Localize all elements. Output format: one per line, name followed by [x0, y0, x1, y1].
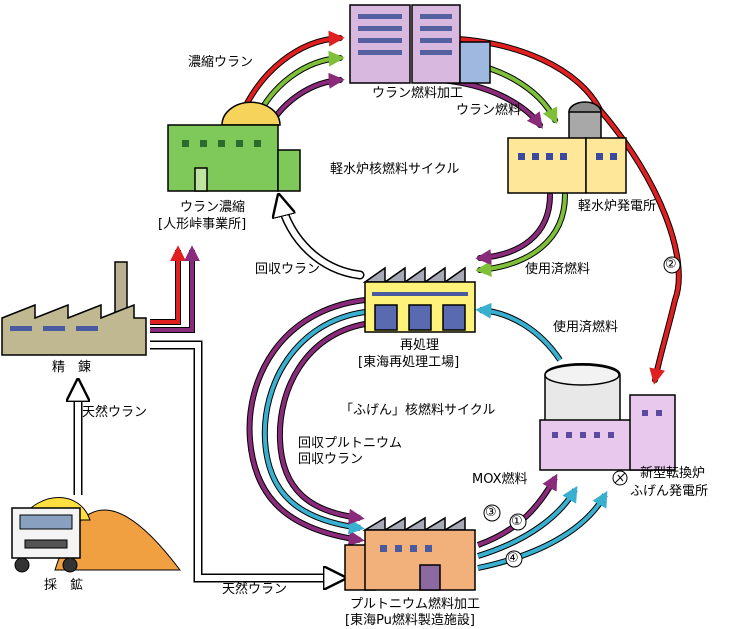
enrichment-label: ウラン濃縮 — [180, 200, 246, 215]
fugen-plant-label-2: ふげん発電所 — [630, 484, 709, 499]
fugen-logo-icon — [612, 470, 628, 486]
pu-fab-label: プルトニウム燃料加工 — [350, 597, 481, 612]
pu-fab-site-label: [東海Pu燃料製造施設] — [345, 613, 475, 628]
number-4-label: ④ — [507, 551, 519, 566]
uranium-fuel-fab-building — [349, 4, 491, 84]
number-1-label: ① — [511, 514, 523, 529]
refining-building — [1, 261, 147, 356]
spent-fuel-right-label: 使用済燃料 — [553, 320, 619, 335]
mox-cyan-flow — [477, 488, 578, 559]
enrichment-building — [167, 101, 301, 192]
uranium-fuel-fab-label: ウラン燃料加工 — [372, 86, 464, 101]
natural-uranium-bottom-label: 天然ウラン — [222, 582, 288, 597]
mining-scene — [11, 497, 182, 573]
lwr-plant-label: 軽水炉発電所 — [578, 199, 657, 214]
fugen-loop — [246, 297, 608, 571]
reprocessing-building — [362, 266, 476, 333]
recovered-uranium-top-label: 回収ウラン — [255, 262, 321, 277]
mox-fuel-label: MOX燃料 — [472, 472, 528, 487]
number-2-label: ② — [665, 257, 677, 272]
refining-to-enrich-purple — [150, 250, 195, 333]
fugen-spent-cyan-flow — [479, 307, 563, 362]
fugen-cycle-label: 「ふげん」核燃料サイクル — [340, 403, 496, 418]
fugen-plant-label-1: 新型転換炉 — [640, 466, 706, 481]
mining-label: 採 鉱 — [44, 578, 84, 593]
recovered-pu-label: 回収プルトニウム — [298, 436, 403, 451]
spent-fuel-top-label: 使用済燃料 — [525, 262, 591, 277]
natural-uranium-left-label: 天然ウラン — [82, 405, 148, 420]
lwr-plant-building — [507, 101, 627, 194]
refining-label: 精 錬 — [52, 360, 92, 375]
enrichment-site-label: [人形峠事業所] — [158, 217, 247, 232]
reprocessing-site-label: [東海再処理工場] — [358, 355, 460, 370]
recovered-u-label: 回収ウラン — [298, 452, 364, 467]
left-flows — [78, 245, 340, 578]
pu-fuel-fab-building — [344, 516, 476, 591]
circled-numbers — [483, 256, 681, 568]
reprocessing-label: 再処理 — [400, 338, 440, 353]
refining-to-enrich-red — [150, 250, 181, 325]
enriched-uranium-label: 濃縮ウラン — [188, 55, 254, 70]
mox-cyan-flow-2 — [477, 493, 608, 571]
number-3-label: ③ — [485, 505, 497, 520]
fugen-plant-building — [539, 363, 676, 471]
uranium-fuel-label: ウラン燃料 — [456, 103, 522, 118]
lwr-cycle-label: 軽水炉核燃料サイクル — [330, 162, 460, 177]
